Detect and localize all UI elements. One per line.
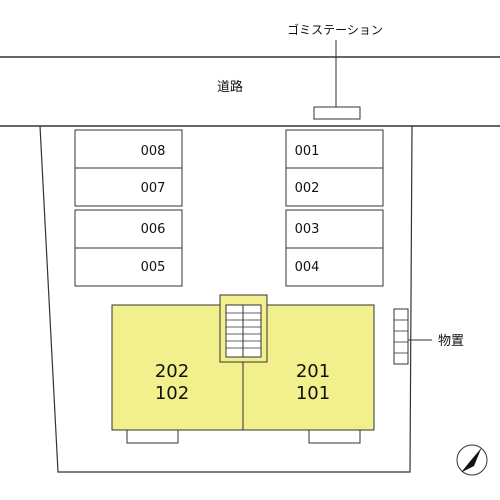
parking-right: 001 002 003 004: [285, 129, 384, 287]
apartment-building: 202 102 201 101: [111, 294, 375, 444]
step-east: [308, 429, 361, 444]
parking-label: 006: [141, 222, 166, 237]
parking-label: 004: [295, 260, 320, 275]
parking-space: [74, 129, 183, 169]
parking-space: [285, 209, 384, 249]
road-label: 道路: [217, 79, 243, 95]
parking-space: [74, 167, 183, 207]
unit-number-102: 102: [155, 383, 189, 404]
parking-space: [285, 247, 384, 287]
parking-label: 007: [141, 181, 166, 196]
parking-space: [74, 209, 183, 249]
parking-label: 003: [295, 222, 320, 237]
parking-label: 002: [295, 181, 320, 196]
stair-treads: [226, 312, 261, 349]
parking-space: [285, 129, 384, 169]
property-boundary: [39, 125, 413, 473]
step-west: [126, 429, 179, 444]
parking-space: [74, 247, 183, 287]
storage-label: 物置: [438, 334, 464, 349]
parking-label: 008: [141, 144, 166, 159]
north-arrow-icon: [456, 444, 488, 476]
unit-number-202: 202: [155, 361, 189, 382]
unit-number-201: 201: [296, 361, 330, 382]
storage-shed: [393, 308, 409, 365]
unit-number-101: 101: [296, 383, 330, 404]
storage-outline: [393, 308, 409, 365]
parking-space: [285, 167, 384, 207]
parking-label: 001: [295, 144, 320, 159]
parking-label: 005: [141, 260, 166, 275]
parking-left: 008 007 006 005: [74, 129, 183, 287]
garbage-station-label: ゴミステーション: [287, 22, 383, 37]
garbage-station: [313, 106, 361, 120]
